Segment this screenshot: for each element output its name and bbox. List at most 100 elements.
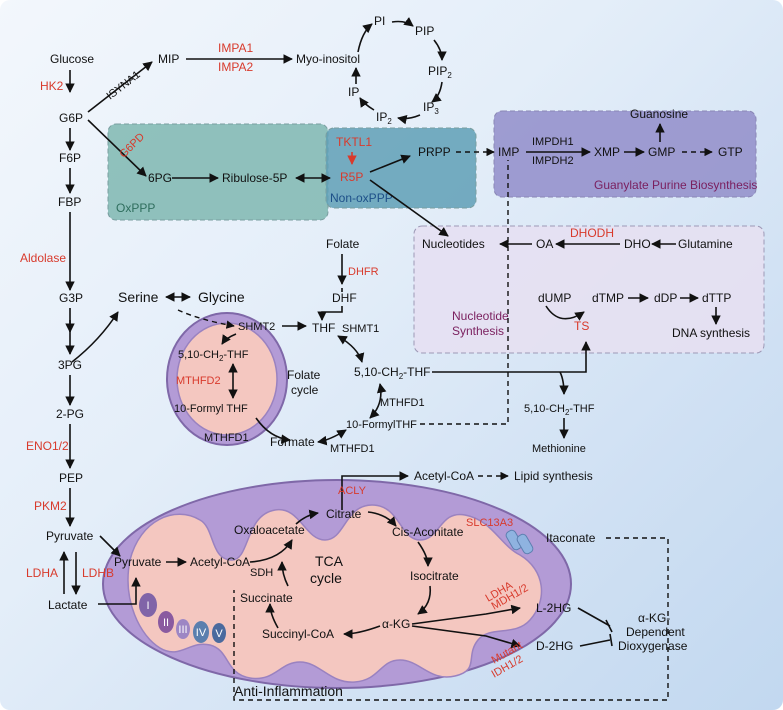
folate-label: Folate: [326, 237, 360, 251]
acetyl-coa-top-label: Acetyl-CoA: [414, 469, 474, 483]
gmp-label: GMP: [648, 145, 675, 159]
anti-inflammation-label: Anti-Inflammation: [234, 683, 343, 699]
mito-formylthf-label: 10-Formyl THF: [174, 403, 248, 415]
r5p-label: R5P: [340, 170, 363, 184]
tca-label-2: cycle: [310, 570, 342, 586]
sdh-label: SDH: [250, 567, 273, 579]
2pg-label: 2-PG: [56, 407, 84, 421]
cis-aconitate-label: Cis-Aconitate: [392, 525, 464, 539]
mito-acetyl-coa-label: Acetyl-CoA: [190, 555, 250, 569]
ribulose-label: Ribulose-5P: [222, 171, 287, 185]
dtmp-label: dTMP: [592, 291, 624, 305]
oxppp-label: OxPPP: [116, 201, 155, 215]
glycine-label: Glycine: [198, 289, 245, 305]
isyna1-label: ISYNA1: [104, 69, 142, 103]
citrate-label: Citrate: [326, 507, 362, 521]
impa2-label: IMPA2: [218, 60, 253, 74]
formate-label: Formate: [270, 435, 315, 449]
etc-complexes: I II III IV V: [139, 593, 226, 643]
d2hg-label: D-2HG: [536, 639, 573, 653]
tktl1-label: TKTL1: [336, 135, 372, 149]
pep-label: PEP: [59, 471, 83, 485]
mito-mthfd1-label: MTHFD1: [204, 432, 249, 444]
prpp-label: PRPP: [418, 145, 451, 159]
g6p-label: G6P: [59, 111, 83, 125]
lipid-synthesis-label: Lipid synthesis: [514, 469, 593, 483]
cristae: [127, 504, 543, 683]
pyruvate-label: Pyruvate: [46, 529, 94, 543]
l2hg-label: L-2HG: [536, 601, 571, 615]
itaconate-label: Itaconate: [546, 531, 596, 545]
ch2thf-label: 5,10-CH2-THF: [354, 365, 430, 381]
purine-title: Guanylate Purine Biosynthesis: [594, 178, 757, 192]
nonox-ppp-box: [325, 127, 477, 209]
folate-cycle-label-1: Folate: [287, 368, 321, 382]
succinate-label: Succinate: [240, 591, 293, 605]
dioxygenase-label-1: α-KG-: [638, 611, 670, 625]
dhfr-label: DHFR: [348, 266, 379, 278]
nonox-ppp-label: Non-oxPPP: [330, 191, 393, 205]
oxaloacetate-label: Oxaloacetate: [234, 523, 305, 537]
mito-ch2thf-label: 5,10-CH2-THF: [178, 349, 249, 363]
6pg-label: 6PG: [148, 171, 172, 185]
formylthf-label: 10-FormylTHF: [346, 419, 417, 431]
g3p-label: G3P: [59, 291, 83, 305]
oa-label: OA: [536, 237, 553, 251]
dioxygenase-label-3: Dioxygenase: [618, 639, 688, 653]
ddp-label: dDP: [654, 291, 677, 305]
dump-label: dUMP: [538, 291, 571, 305]
glutamine-label: Glutamine: [678, 237, 733, 251]
gtp-label: GTP: [718, 145, 743, 159]
ip-label: IP: [348, 85, 359, 99]
mip-label: MIP: [158, 52, 179, 66]
mthfd1-a-label: MTHFD1: [380, 397, 425, 409]
ip2-label: IP2: [376, 110, 392, 126]
ldhb-label: LDHB: [82, 566, 114, 580]
ip3-label: IP3: [423, 100, 439, 116]
thf-label: THF: [312, 321, 335, 335]
3pg-label: 3PG: [58, 358, 82, 372]
complex-iv-label: IV: [196, 627, 207, 639]
nucleotide-box: [413, 225, 765, 354]
dho-label: DHO: [624, 237, 651, 251]
shmt1-label: SHMT1: [342, 323, 379, 335]
pip-label: PIP: [415, 24, 434, 38]
f6p-label: F6P: [59, 151, 81, 165]
tca-label-1: TCA: [315, 553, 344, 569]
eno-label: ENO1/2: [26, 439, 69, 453]
methionine-label: Methionine: [532, 443, 586, 455]
imp-label: IMP: [498, 145, 519, 159]
mthfd2-label: MTHFD2: [176, 375, 221, 387]
guanosine-label: Guanosine: [630, 107, 688, 121]
dhodh-label: DHODH: [570, 226, 614, 240]
pkm2-label: PKM2: [34, 499, 67, 513]
folate-cycle-label-2: cycle: [291, 383, 319, 397]
dttp-label: dTTP: [702, 291, 731, 305]
akg-label: α-KG: [382, 617, 410, 631]
complex-iii-label: III: [178, 624, 187, 636]
nucleotides-label: Nucleotides: [422, 237, 485, 251]
aldolase-label: Aldolase: [20, 251, 66, 265]
nucleotide-title-line1: Nucleotide: [452, 309, 509, 323]
mthfd1-b-label: MTHFD1: [330, 443, 375, 455]
slc13a3-label: SLC13A3: [466, 517, 513, 529]
complex-v-label: V: [215, 628, 223, 640]
xmp-label: XMP: [594, 145, 620, 159]
impdh1-label: IMPDH1: [532, 136, 574, 148]
complex-ii-label: II: [163, 617, 169, 629]
myo-inositol-label: Myo-inositol: [296, 52, 360, 66]
lactate-label: Lactate: [48, 598, 88, 612]
pip2-label: PIP2: [428, 64, 452, 80]
complex-i-label: I: [146, 600, 149, 612]
dhf-label: DHF: [332, 291, 357, 305]
mito-pyruvate-label: Pyruvate: [114, 555, 162, 569]
acly-label: ACLY: [338, 485, 367, 497]
shmt2-label: SHMT2: [238, 321, 275, 333]
dioxygenase-label-2: Dependent: [626, 625, 685, 639]
impa1-label: IMPA1: [218, 41, 253, 55]
slc13a3-transporter: [505, 529, 534, 555]
isocitrate-label: Isocitrate: [410, 569, 459, 583]
dna-synthesis-label: DNA synthesis: [672, 326, 750, 340]
